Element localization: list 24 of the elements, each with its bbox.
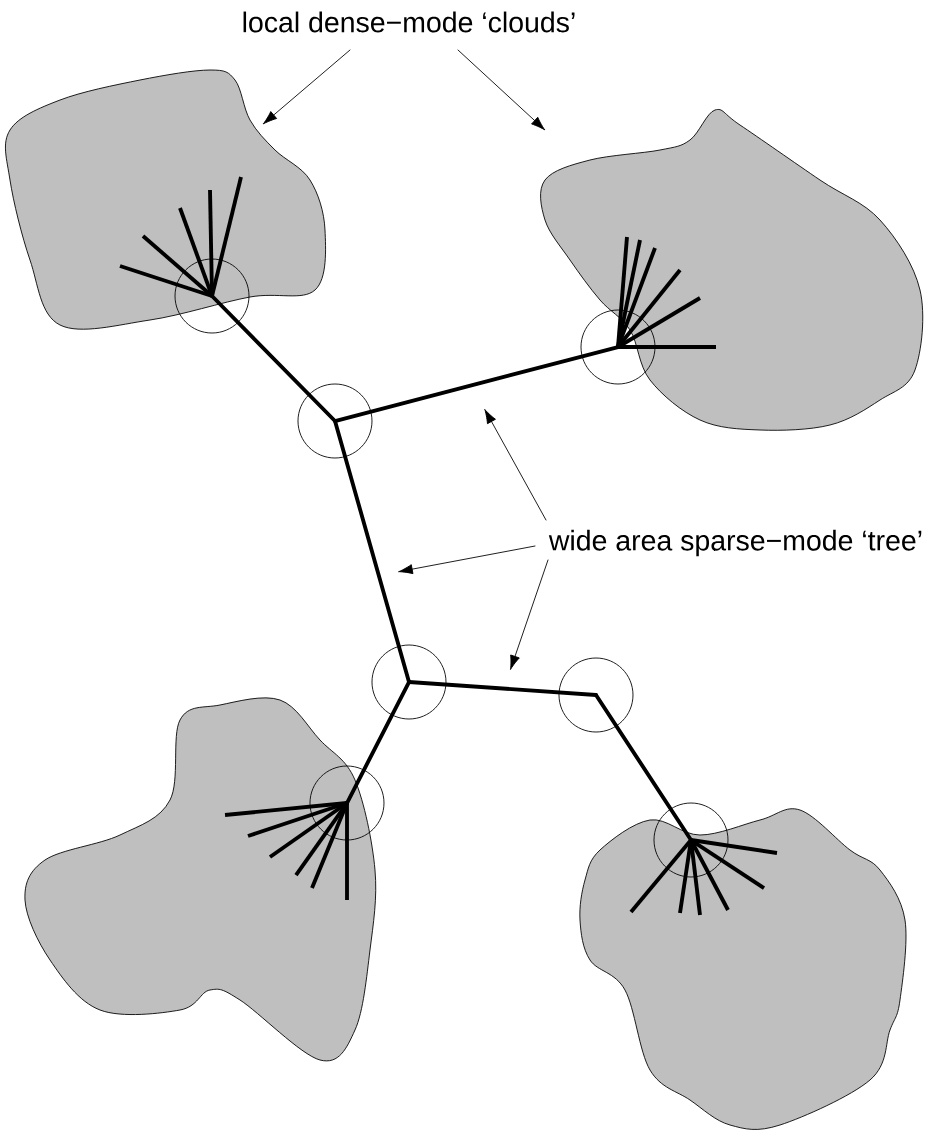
tree-link — [333, 419, 411, 684]
router-circle — [297, 383, 373, 459]
leader-arrow — [263, 49, 351, 125]
router-circle — [580, 309, 656, 385]
router-circle — [309, 765, 385, 841]
cloud-shape — [579, 808, 907, 1130]
label-text: wide area sparse−mode ‘tree’ — [548, 529, 922, 557]
leader-arrow — [398, 545, 536, 575]
cloud-shape — [24, 697, 377, 1062]
cloud-shape — [540, 109, 924, 431]
tree-link — [407, 680, 598, 697]
label-text: local dense−mode ‘clouds’ — [243, 11, 575, 33]
cloud-shape — [5, 69, 326, 330]
leader-arrow — [484, 409, 547, 521]
router-circle — [174, 258, 250, 334]
router-circle — [558, 657, 634, 733]
router-circle — [653, 802, 729, 878]
router-circle — [371, 644, 447, 720]
tree-link — [210, 294, 337, 423]
leader-arrow — [457, 49, 545, 131]
tree-link — [345, 680, 411, 805]
tree-link — [594, 693, 693, 842]
leader-arrow — [510, 559, 549, 670]
tree-link — [333, 345, 620, 423]
